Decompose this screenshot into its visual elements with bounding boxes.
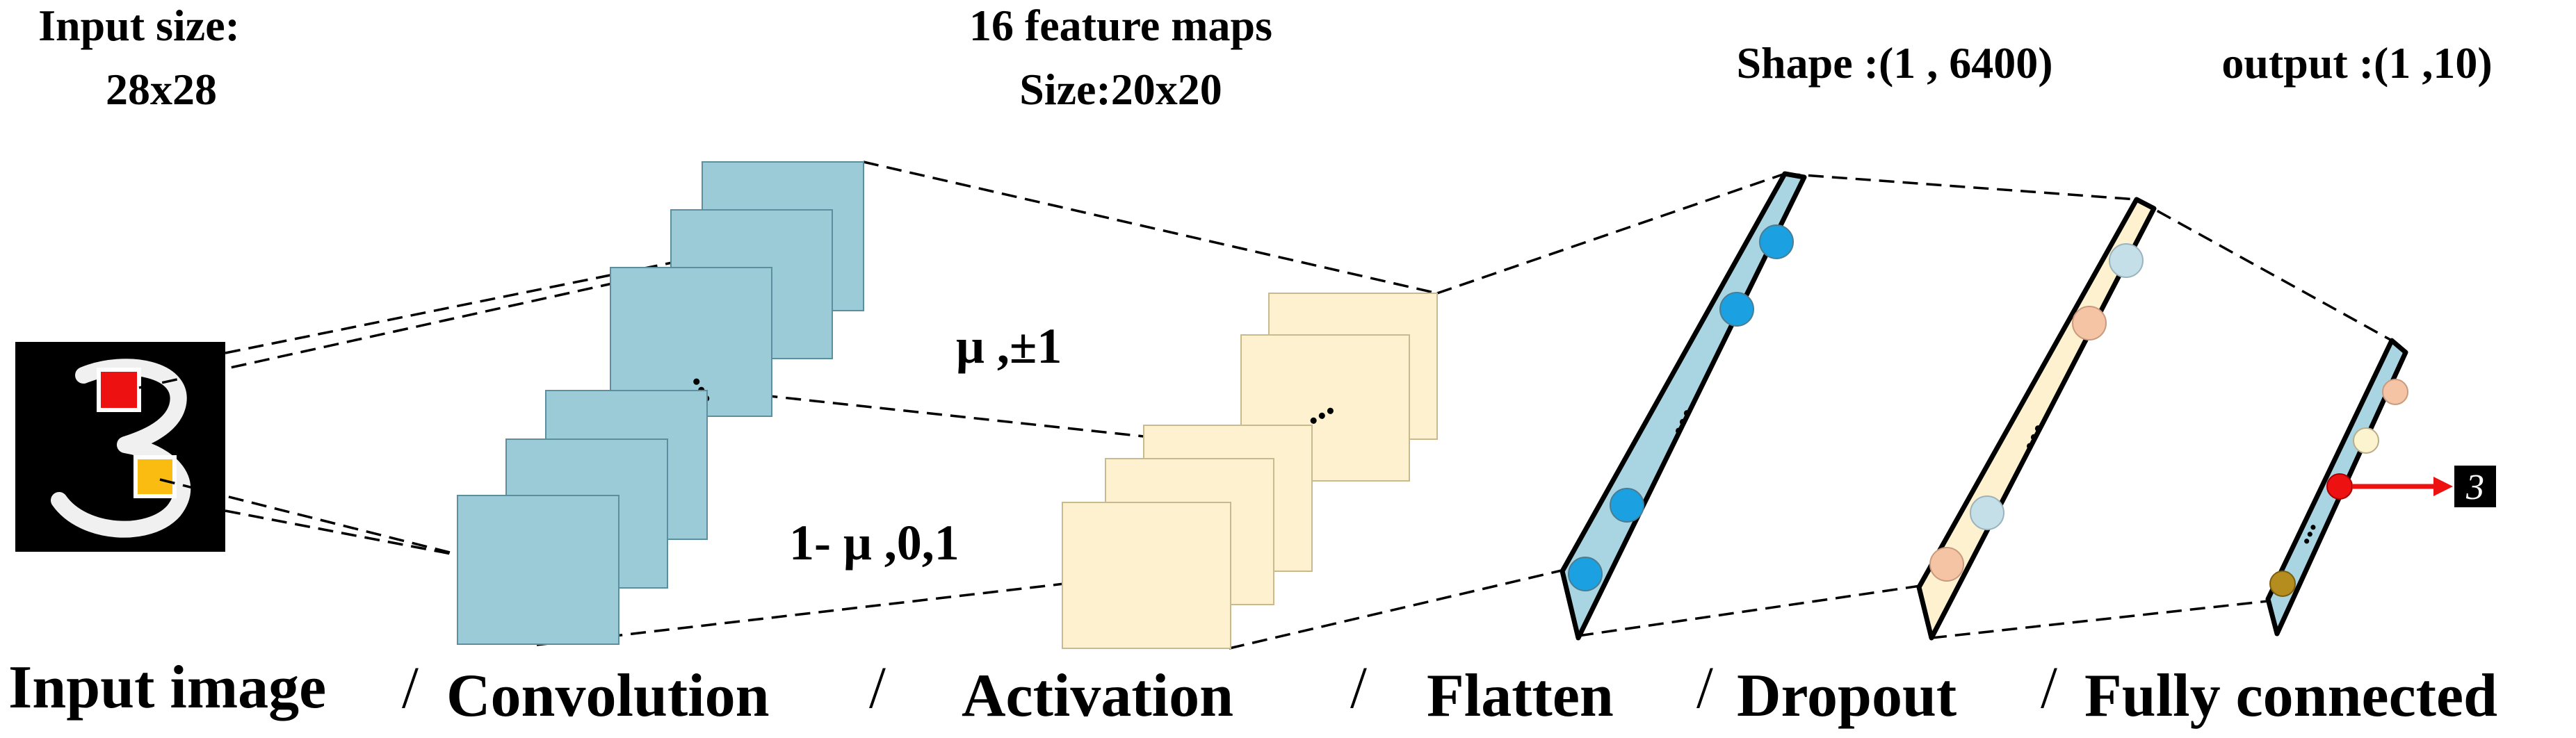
fc-neuron-2 xyxy=(2353,427,2379,454)
input-image xyxy=(15,342,225,552)
line-conv-to-act-top xyxy=(863,161,1438,295)
flatten-neuron-1 xyxy=(1759,224,1794,259)
line-act-to-flatten-bottom xyxy=(1229,568,1565,650)
stage-label-activation: Activation xyxy=(962,662,1233,730)
fc-neuron-last xyxy=(2269,571,2296,597)
conv-map-front-1 xyxy=(457,495,619,645)
fully-connected-layer: ... 3 xyxy=(2265,338,2496,637)
convolution-feature-maps: ... xyxy=(457,161,864,645)
line-input-to-conv-1 xyxy=(225,245,755,354)
stage-label-dropout: Dropout xyxy=(1737,662,1957,730)
stage-label-fully-connected: Fully connected xyxy=(2084,662,2497,730)
handwritten-three xyxy=(51,359,191,538)
kernel-window-orange xyxy=(133,455,177,498)
fc-neuron-1 xyxy=(2382,379,2408,405)
stage-separator-3: / xyxy=(1350,654,1367,721)
output-digit: 3 xyxy=(2465,468,2484,507)
stage-separator-5: / xyxy=(2041,654,2057,721)
line-conv-to-act-bottom xyxy=(536,581,1077,646)
output-digit-box xyxy=(2454,466,2496,507)
dropout-neuron-4 xyxy=(1929,547,1964,582)
input-size-label: Input size: xyxy=(38,1,240,50)
stage-separator-1: / xyxy=(402,654,419,721)
activation-rule-upper: μ ,±1 xyxy=(956,318,1062,374)
output-shape-label: output :(1 ,10) xyxy=(2221,38,2492,88)
flatten-shape-label: Shape :(1 , 6400) xyxy=(1736,38,2052,88)
activation-feature-maps: ... xyxy=(1062,293,1438,649)
flatten-neuron-3 xyxy=(1610,488,1644,523)
dropout-layer: ... xyxy=(1916,197,2157,641)
line-dropout-to-fc-top xyxy=(2136,198,2392,342)
dropout-neuron-3 xyxy=(1970,495,2004,530)
line-input-to-conv-4 xyxy=(159,478,542,577)
stage-label-convolution: Convolution xyxy=(446,662,770,730)
act-map-front-1 xyxy=(1062,502,1231,649)
line-flatten-to-dropout-bottom xyxy=(1578,584,1921,637)
dropout-neuron-1 xyxy=(2109,243,2144,278)
dropout-neuron-2 xyxy=(2072,306,2107,341)
input-size-value: 28x28 xyxy=(106,65,217,114)
flatten-layer: ... xyxy=(1560,171,1807,641)
activation-rule-lower: 1- μ ,0,1 xyxy=(789,515,959,571)
line-dropout-to-fc-bottom xyxy=(1931,600,2269,639)
stage-label-input: Input image xyxy=(8,654,326,721)
fc-neuron-active xyxy=(2326,473,2353,500)
stage-separator-4: / xyxy=(1696,654,1713,721)
feature-maps-size: Size:20x20 xyxy=(1019,65,1222,114)
flatten-neuron-4 xyxy=(1568,557,1603,591)
stage-label-flatten: Flatten xyxy=(1427,662,1614,730)
flatten-neuron-2 xyxy=(1719,292,1754,327)
output-arrow-head xyxy=(2433,477,2453,496)
line-flatten-to-dropout-top xyxy=(1784,172,2137,201)
stage-separator-2: / xyxy=(869,654,886,721)
kernel-window-red xyxy=(97,368,141,412)
line-act-to-flatten-top xyxy=(1436,172,1785,295)
feature-maps-label: 16 feature maps xyxy=(969,1,1272,50)
